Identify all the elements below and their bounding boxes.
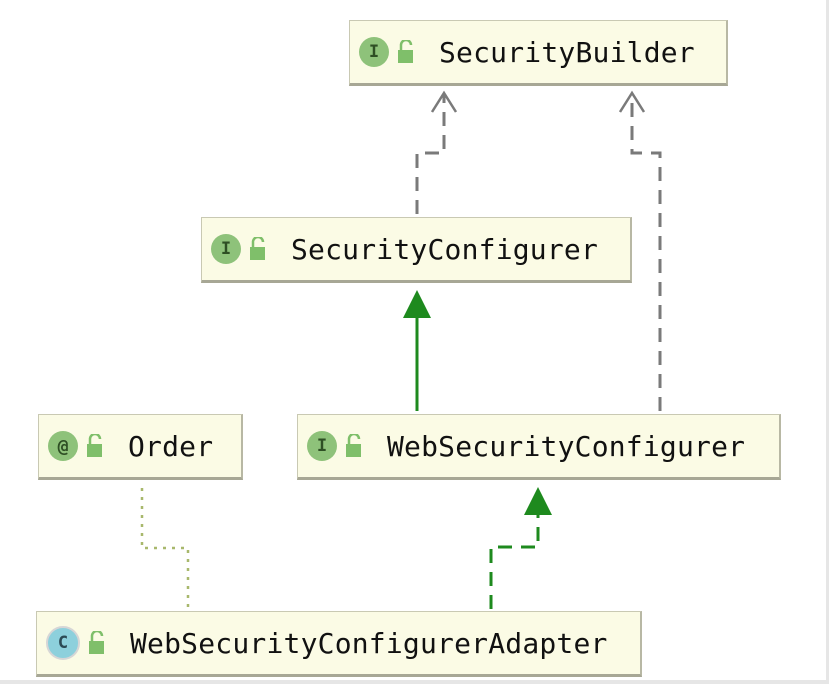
edge-websecurityconfigurer-to-securitybuilder <box>618 90 662 411</box>
edge-securityconfigurer-to-securitybuilder <box>415 90 458 214</box>
public-lock-icon <box>343 434 365 458</box>
node-label: SecurityBuilder <box>439 35 695 69</box>
open-arrowhead <box>430 90 458 113</box>
node-web-security-configurer-adapter[interactable]: C WebSecurityConfigurerAdapter <box>36 611 642 677</box>
node-security-configurer[interactable]: I SecurityConfigurer <box>201 217 632 283</box>
public-lock-icon <box>86 631 108 655</box>
frame-edge-bottom <box>0 680 829 684</box>
interface-icon: I <box>211 234 241 264</box>
node-label: WebSecurityConfigurerAdapter <box>130 626 608 660</box>
public-lock-icon <box>395 40 417 64</box>
public-lock-icon <box>84 434 106 458</box>
filled-arrowhead <box>403 290 431 318</box>
annotation-icon: @ <box>48 431 78 461</box>
node-label: WebSecurityConfigurer <box>387 429 746 463</box>
node-security-builder[interactable]: I SecurityBuilder <box>349 20 728 86</box>
class-icon: C <box>46 626 80 660</box>
interface-icon: I <box>307 431 337 461</box>
open-arrowhead <box>618 90 646 113</box>
edge-websecurityconfigurer-to-securityconfigurer <box>403 290 431 411</box>
public-lock-icon <box>247 237 269 261</box>
frame-edge-right <box>826 0 829 684</box>
edge-adapter-to-order <box>140 487 190 607</box>
interface-icon: I <box>359 37 389 67</box>
node-label: Order <box>128 429 214 463</box>
node-web-security-configurer[interactable]: I WebSecurityConfigurer <box>297 414 781 480</box>
node-order[interactable]: @ Order <box>38 414 243 480</box>
node-label: SecurityConfigurer <box>291 232 599 266</box>
edge-adapter-to-websecurityconfigurer <box>489 487 552 609</box>
filled-arrowhead <box>524 487 552 515</box>
